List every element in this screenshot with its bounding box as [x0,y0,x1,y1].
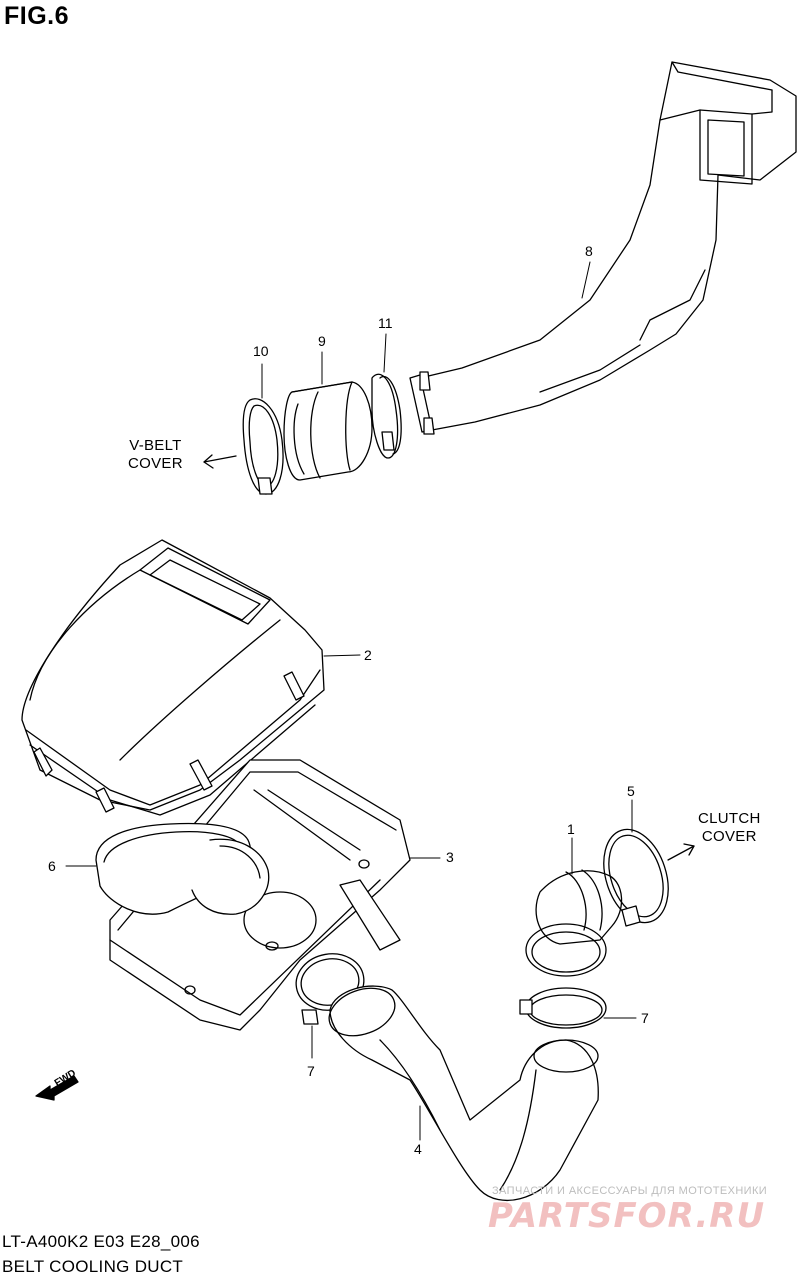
v-belt-arrow [203,455,237,463]
fwd-arrow-icon [35,1075,79,1101]
figure-code: LT-A400K2 E03 E28_006 [2,1232,200,1251]
callout-11: 11 [378,315,393,331]
part-7-clamp-right [519,987,607,1029]
part-11-clamp [371,373,402,459]
part-2-cover [21,539,325,816]
figure-title: FIG.6 [4,2,70,30]
callout-5: 5 [627,783,635,799]
clutch-arrow [667,845,695,861]
part-6-seal [95,822,270,915]
callout-8: 8 [585,243,593,259]
part-9-joint [283,381,373,481]
callout-7-left: 7 [307,1063,315,1079]
figure-name: BELT COOLING DUCT [2,1257,184,1276]
clutch-cover-label: CLUTCH COVER [698,810,761,845]
part-5-clamp [603,828,669,927]
leader-lines [65,261,637,1141]
callout-9: 9 [318,333,326,349]
callout-10: 10 [253,343,269,359]
callout-7-right: 7 [641,1010,649,1026]
callout-3: 3 [446,849,454,865]
part-8-duct [409,61,797,435]
callout-2: 2 [364,647,372,663]
callout-6: 6 [48,858,56,874]
v-belt-cover-label: V-BELT COVER [128,437,183,472]
callout-4: 4 [414,1141,422,1157]
watermark-logo: PARTSFOR.RU [488,1196,766,1236]
part-10-clamp [242,398,284,495]
part-4-duct [328,985,599,1202]
watermark-subtitle: ЗАПЧАСТИ И АКСЕССУАРЫ ДЛЯ МОТОТЕХНИКИ [492,1185,768,1197]
callout-1: 1 [567,821,575,837]
